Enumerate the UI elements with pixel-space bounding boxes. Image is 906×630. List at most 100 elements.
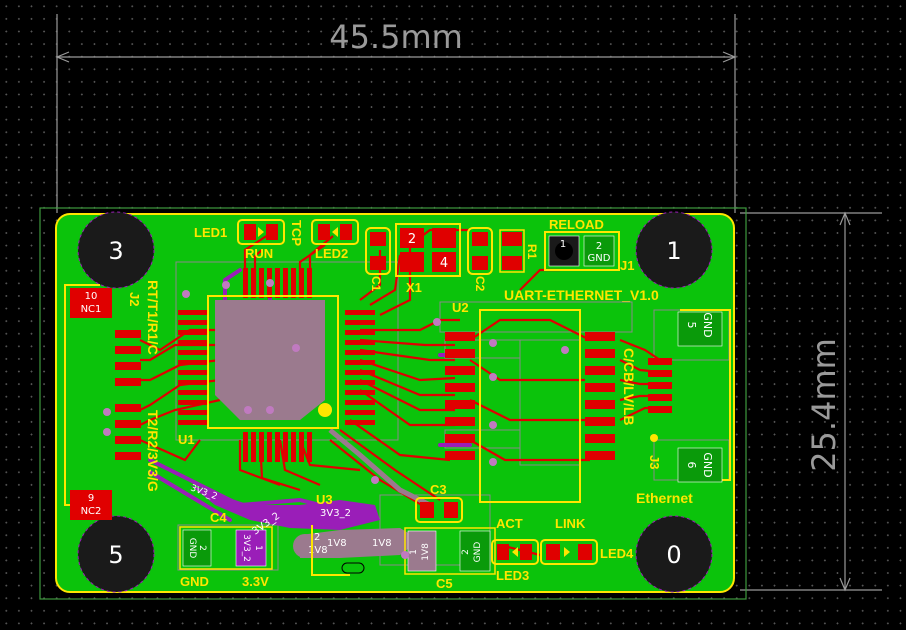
run-label: RUN [245, 246, 273, 261]
c5-pad-gnd [459, 530, 491, 572]
gnd-label: GND [180, 574, 209, 589]
j2-pin-labels-upper: RT/T1/R1/C [145, 280, 161, 355]
c3-label: C3 [430, 482, 447, 497]
j2-label: J2 [127, 292, 142, 306]
svg-text:1: 1 [666, 237, 681, 265]
j1-silkscreen [544, 231, 620, 271]
j3-pin1-dot [650, 434, 658, 442]
led1-pad-a [244, 224, 256, 240]
c2-label: C2 [473, 276, 487, 292]
c1-silkscreen [365, 227, 391, 275]
c3-pad-1 [420, 502, 434, 518]
link-label: LINK [555, 516, 586, 531]
c2-silkscreen [467, 227, 493, 275]
svg-text:1: 1 [560, 239, 566, 250]
j3-pin-labels: C/CB/LV/LB [621, 348, 637, 426]
svg-text:9: 9 [88, 493, 94, 504]
u1-silkscreen-outline [207, 295, 339, 429]
led4-silkscreen [540, 539, 598, 565]
svg-text:NC2: NC2 [81, 506, 102, 517]
copper-traces [139, 228, 661, 557]
svg-text:GND: GND [187, 538, 197, 559]
svg-text:2: 2 [197, 545, 207, 551]
r1-label: R1 [525, 244, 539, 260]
led3-polarity [512, 547, 518, 557]
net-1v8-label-2: 1V8 [327, 538, 347, 549]
u3-silkscreen [311, 525, 350, 576]
x1-label: X1 [406, 280, 422, 295]
c1-pad-2 [370, 256, 386, 270]
svg-text:2: 2 [408, 232, 416, 247]
c4-pad-3v3 [235, 529, 267, 567]
r1-silkscreen [499, 229, 525, 273]
j2-nc2-pad [70, 490, 112, 520]
reload-label: RELOAD [549, 217, 604, 232]
u2-pads [445, 332, 615, 460]
c4-silkscreen [179, 526, 273, 570]
act-label: ACT [496, 516, 523, 531]
mounting-hole-0: 0 [635, 515, 713, 593]
led2-polarity [332, 227, 338, 237]
u1-label: U1 [178, 432, 195, 447]
led4-pad-a [546, 544, 560, 560]
led1-polarity [258, 227, 264, 237]
j2-pads [115, 330, 141, 460]
led3-pad-a [497, 544, 509, 560]
c5-label: C5 [436, 576, 453, 591]
svg-text:NC1: NC1 [81, 304, 102, 315]
v33-label: 3.3V [242, 574, 269, 589]
c3-silkscreen [415, 497, 463, 523]
led2-pad-a [318, 224, 330, 240]
j1-label: J1 [620, 258, 634, 273]
x1-silkscreen [395, 223, 461, 277]
svg-text:10: 10 [85, 291, 98, 302]
svg-text:GND: GND [473, 542, 483, 563]
led1-pad-k [266, 224, 278, 240]
led3-pad-k [520, 544, 532, 560]
j3-label: J3 [647, 455, 662, 469]
bottom-pour-3v3 [190, 485, 380, 530]
svg-text:4: 4 [440, 256, 448, 271]
led1-silkscreen [237, 219, 285, 245]
c2-pad-2 [472, 256, 488, 270]
u2-label: U2 [452, 300, 469, 315]
led2-label: LED2 [315, 246, 348, 261]
ethernet-label: Ethernet [636, 490, 693, 506]
grey-trace [328, 428, 432, 508]
svg-text:5: 5 [685, 322, 698, 329]
net-1v8-pour [300, 528, 420, 558]
u3-pin2-label: 2 [314, 532, 320, 543]
svg-text:3V3_2: 3V3_2 [241, 534, 251, 562]
u1-thermal-pad [215, 300, 325, 420]
mounting-hole-1: 1 [635, 211, 713, 289]
led4-pad-k [578, 544, 592, 560]
x1-pad-2 [400, 228, 424, 248]
u3-label: U3 [316, 492, 333, 507]
net-1v8-label-1: 1V8 [308, 545, 328, 556]
led2-silkscreen [311, 219, 359, 245]
j3-pads [648, 358, 672, 413]
j3-gnd-bottom-pad [677, 447, 723, 483]
svg-text:1: 1 [409, 549, 419, 555]
r1-pad-2 [502, 256, 522, 270]
dimension-lines [55, 14, 882, 592]
led4-label: LED4 [600, 546, 634, 561]
led3-label: LED3 [496, 568, 529, 583]
u1-pin1-marker [318, 403, 332, 417]
u2-silkscreen-outline [479, 309, 581, 503]
x1-pad-bl [400, 252, 424, 272]
height-dimension-label: 25.4mm [805, 338, 843, 472]
c3-pad-2 [444, 502, 458, 518]
u3-oval-pad [341, 562, 365, 574]
x1-pad-4 [432, 252, 456, 272]
j2-pin-labels-lower: T2/R2/3V3/G [145, 410, 161, 492]
svg-text:GND: GND [588, 253, 611, 264]
led1-label: LED1 [194, 225, 227, 240]
led2-pad-k [340, 224, 352, 240]
led4-polarity [564, 547, 570, 557]
c5-pad-1v8 [407, 530, 437, 572]
c2-pad-1 [472, 232, 488, 246]
svg-text:2: 2 [461, 549, 471, 555]
x1-pad-tr [432, 228, 456, 248]
board-name-label: UART-ETHERNET_V1.0 [504, 287, 659, 303]
